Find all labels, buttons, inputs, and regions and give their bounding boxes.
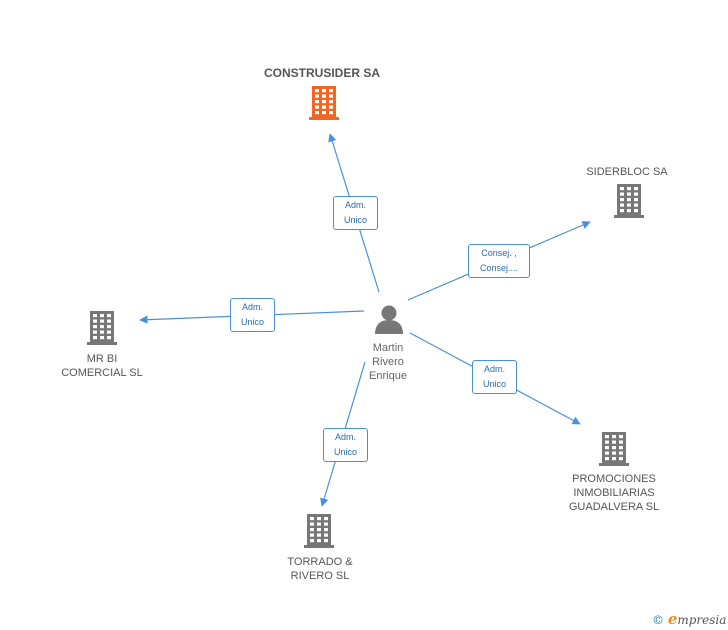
- person-name[interactable]: Martin Rivero Enrique: [348, 341, 428, 383]
- person-icon[interactable]: [375, 305, 403, 335]
- company-siderbloc-name[interactable]: SIDERBLOC SA: [586, 166, 668, 178]
- company-promociones-name-line3: GUADALVERA SL: [568, 501, 660, 513]
- edge-label-siderbloc-line2: Consej....: [479, 263, 519, 273]
- edge-label-promociones: Adm. Unico: [472, 360, 517, 394]
- edge-label-siderbloc-line1: Consej. ,: [481, 248, 517, 258]
- copyright-notice[interactable]: © empresia: [652, 610, 726, 628]
- edge-label-mrbi-line2: Unico: [240, 317, 264, 327]
- building-icon-promociones[interactable]: [599, 432, 629, 466]
- company-mrbi-name-line2: COMERCIAL SL: [61, 367, 143, 379]
- edge-label-torrado-line1: Adm.: [334, 432, 356, 442]
- building-icon-mrbi[interactable]: [87, 311, 117, 345]
- company-promociones-name[interactable]: PROMOCIONES INMOBILIARIAS GUADALVERA SL: [552, 472, 676, 514]
- edge-label-promociones-line1: Adm.: [483, 364, 505, 374]
- edge-label-torrado: Adm. Unico: [323, 428, 368, 462]
- company-mrbi-name[interactable]: MR BI COMERCIAL SL: [50, 352, 154, 380]
- icons-layer: [87, 86, 644, 548]
- company-torrado-name-line2: RIVERO SL: [290, 570, 350, 582]
- company-promociones-name-line2: INMOBILIARIAS: [573, 487, 655, 499]
- edge-label-torrado-line2: Unico: [333, 447, 357, 457]
- edge-label-construsider-line1: Adm.: [344, 200, 366, 210]
- copyright-symbol: ©: [652, 613, 664, 627]
- edge-label-siderbloc: Consej. , Consej....: [468, 244, 530, 278]
- person-name-line2: Rivero: [372, 356, 404, 368]
- company-torrado-name[interactable]: TORRADO & RIVERO SL: [268, 555, 372, 583]
- edge-label-mrbi-line1: Adm.: [241, 302, 263, 312]
- edge-label-construsider-line2: Unico: [343, 215, 367, 225]
- person-name-line1: Martin: [372, 342, 404, 354]
- company-mrbi-name-line1: MR BI: [86, 353, 118, 365]
- person-name-line3: Enrique: [369, 370, 407, 382]
- building-icon-construsider[interactable]: [309, 86, 339, 120]
- empresia-logo-initial: e: [667, 610, 678, 628]
- building-icon-siderbloc[interactable]: [614, 184, 644, 218]
- company-torrado-name-line1: TORRADO &: [287, 556, 353, 568]
- company-construsider-name[interactable]: CONSTRUSIDER SA: [263, 66, 380, 80]
- empresia-logo-text: mpresia: [677, 613, 727, 627]
- edge-label-construsider: Adm. Unico: [333, 196, 378, 230]
- edge-label-promociones-line2: Unico: [482, 379, 506, 389]
- company-promociones-name-line1: PROMOCIONES: [572, 473, 656, 485]
- edge-label-mrbi: Adm. Unico: [230, 298, 275, 332]
- building-icon-torrado[interactable]: [304, 514, 334, 548]
